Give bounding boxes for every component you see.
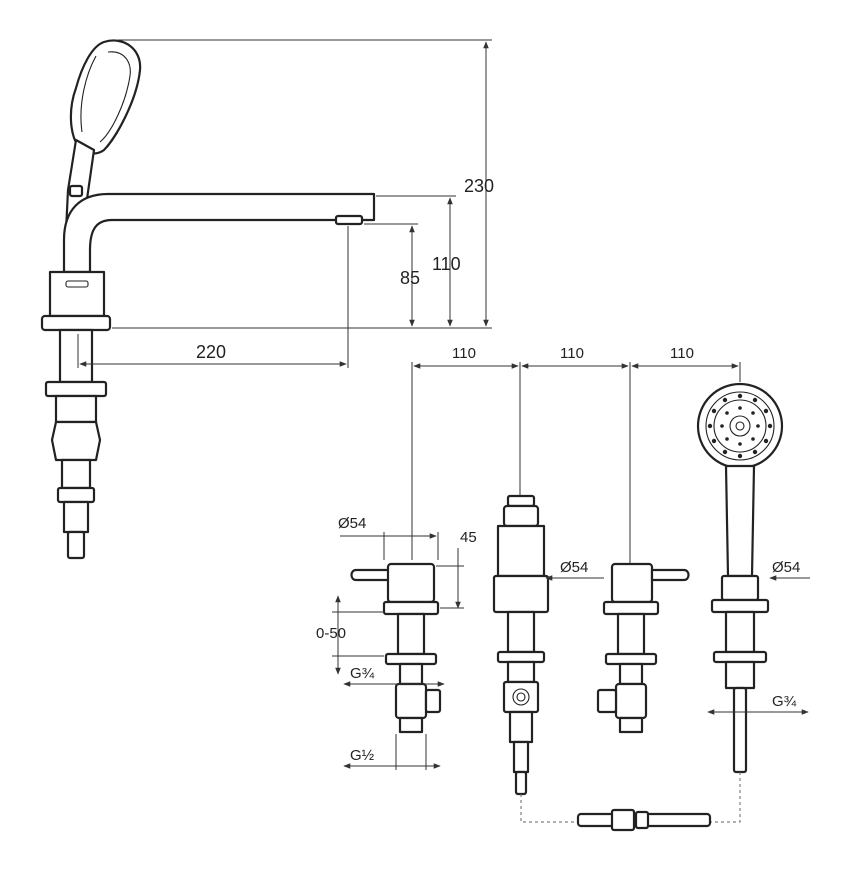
side-view [40,39,376,560]
spray-nozzles [707,393,773,459]
dim-deck-range: 0-50 [316,625,346,642]
shower-hose [520,772,741,832]
dim-spacing-3: 110 [670,345,694,362]
dim-thread-shower: G¾ [772,693,797,710]
lever-right [650,568,690,582]
dim-height-spout: 110 [432,254,461,274]
dim-diameter-spout: Ø54 [560,559,588,576]
hand-shower-head [69,39,142,155]
diverter-dimensions: Ø54 [545,559,604,581]
dim-rosette-height: 45 [460,529,477,546]
mounting-shaft [58,328,94,384]
shower-holder-clip [68,184,84,198]
dim-spacing-2: 110 [560,345,584,362]
spout-body [48,270,106,318]
dim-height-total: 230 [464,176,494,196]
dim-diameter-valve: Ø54 [338,515,366,532]
dim-height-outlet: 85 [400,268,420,288]
spout [62,192,376,274]
valve-right [596,562,690,734]
side-view-dimensions: 230 110 85 220 [77,39,494,368]
rosette [40,314,112,332]
valve-left-handle [386,562,436,604]
spout-outlet [334,214,364,226]
dim-spacing-1: 110 [452,345,476,362]
spacing-dimensions: 110 110 110 [411,345,741,564]
dim-reach: 220 [196,342,226,362]
lever-left [350,568,394,582]
diverter-knob [502,504,540,528]
shower-handle-front [724,464,756,578]
valve-left [350,562,442,734]
dim-thread-outlet: G½ [350,747,375,764]
hand-shower-dimensions: Ø54 G¾ [707,559,810,715]
valve-right-handle [610,562,654,604]
mounting-nut [44,380,108,398]
diverter-body [492,494,550,796]
hex-connector [50,420,102,462]
valve-left-dimensions: Ø54 45 0-50 G¾ G½ [316,515,477,770]
inlet-pipe [66,530,86,560]
dim-thread-inlet: G¾ [350,665,375,682]
hand-shower-front [696,382,784,774]
dim-diameter-shower: Ø54 [772,559,800,576]
diverter-block [502,680,540,714]
